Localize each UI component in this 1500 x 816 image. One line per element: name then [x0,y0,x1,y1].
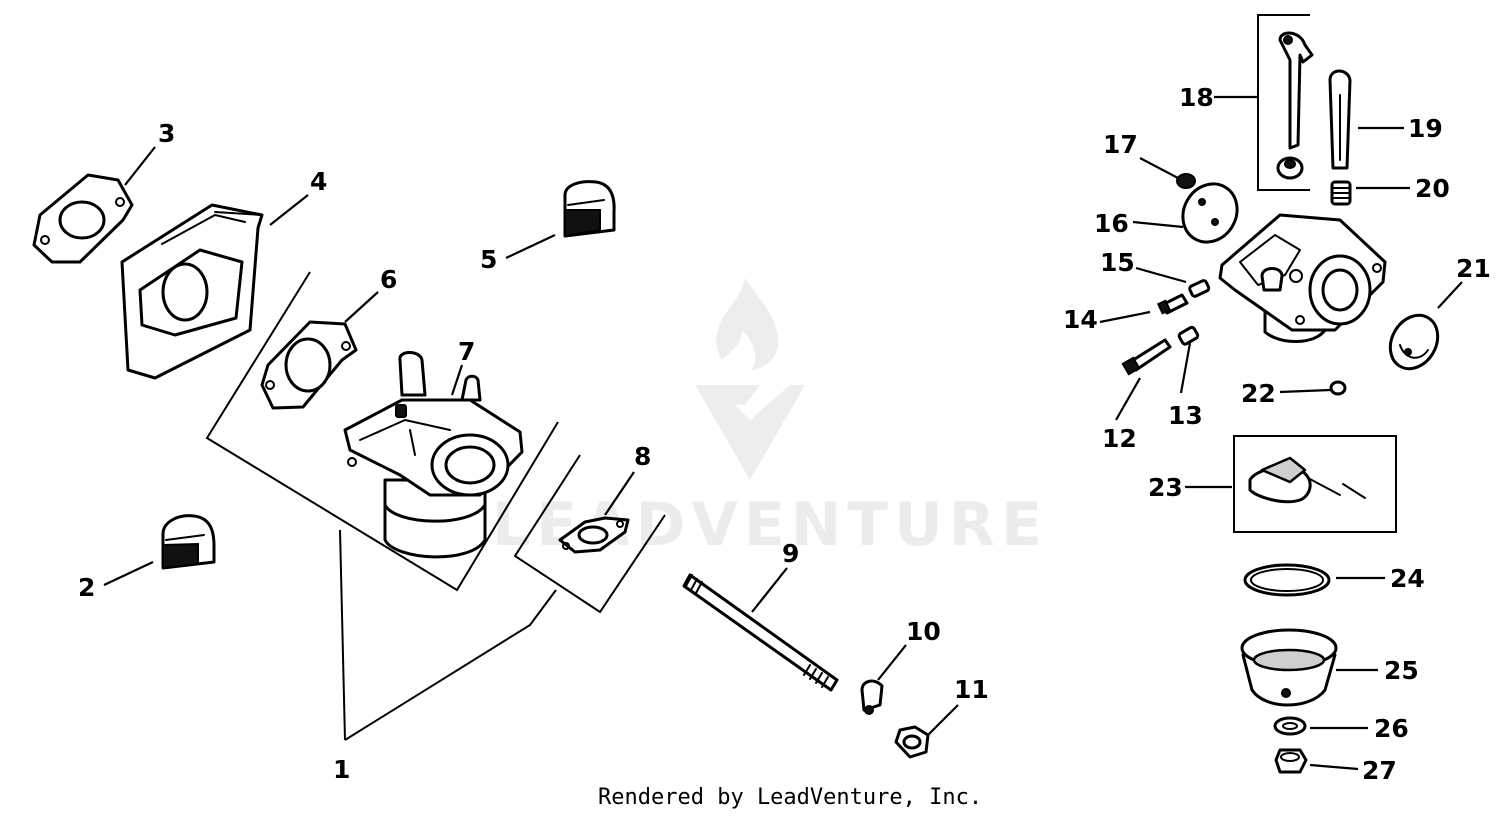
part-15-spring [1188,279,1211,298]
callout-6: 6 [380,265,397,294]
callout-23: 23 [1148,473,1183,502]
callout-18: 18 [1179,83,1214,112]
part-18-nozzle-kit [1257,14,1314,191]
callout-5: 5 [480,245,497,274]
part-2-float [161,514,216,570]
part-6-gasket [260,320,358,410]
callout-11: 11 [954,675,989,704]
callout-19: 19 [1408,114,1443,143]
callout-15: 15 [1100,248,1135,277]
callout-21: 21 [1456,254,1491,283]
part-4-adapter-plate [120,203,264,380]
callout-14: 14 [1063,305,1098,334]
part-5-float [563,180,616,238]
part-21-plate [1388,313,1440,371]
callout-7: 7 [458,337,475,366]
callout-25: 25 [1384,656,1419,685]
callout-13: 13 [1168,401,1203,430]
part-23-float-kit [1233,435,1397,533]
part-13-spring [1177,325,1200,346]
part-12-mixture-screw [1121,338,1172,376]
callout-12: 12 [1102,424,1137,453]
callout-24: 24 [1390,564,1425,593]
leader-lines [103,95,1463,771]
part-27-bowl-nut [1274,748,1308,774]
carburetor-body [1218,213,1387,343]
part-11-nut [894,725,930,759]
callout-3: 3 [158,119,175,148]
part-7-carburetor [343,351,524,559]
part-8-gasket [558,516,630,554]
part-26-washer [1273,716,1307,736]
part-22-nut [1329,380,1347,396]
part-25-float-bowl [1240,628,1338,707]
callout-9: 9 [782,539,799,568]
callout-8: 8 [634,442,651,471]
footer-credit: Rendered by LeadVenture, Inc. [598,785,982,810]
part-9-stud [682,573,839,692]
part-24-gasket-ring [1243,563,1331,597]
callout-16: 16 [1094,209,1129,238]
part-16-plate [1181,182,1239,244]
callout-26: 26 [1374,714,1409,743]
callout-17: 17 [1103,130,1138,159]
callout-numbers: 1 2 3 4 5 6 7 8 9 10 11 12 13 14 15 16 1… [78,83,1491,785]
part-3-gasket [32,173,134,264]
callout-2: 2 [78,573,95,602]
callout-4: 4 [310,167,327,196]
part-20-spring [1330,180,1352,206]
leadventure-watermark: LEADVENTURE [492,278,1042,560]
callout-27: 27 [1362,756,1397,785]
callout-22: 22 [1241,379,1276,408]
callout-1: 1 [333,755,350,784]
part-17-screw [1176,173,1196,189]
part-19-needle [1328,69,1352,170]
callout-10: 10 [906,617,941,646]
assembly-brackets [205,271,666,741]
callout-20: 20 [1415,174,1450,203]
part-10-clip [860,679,884,715]
part-14-screw [1156,293,1189,315]
